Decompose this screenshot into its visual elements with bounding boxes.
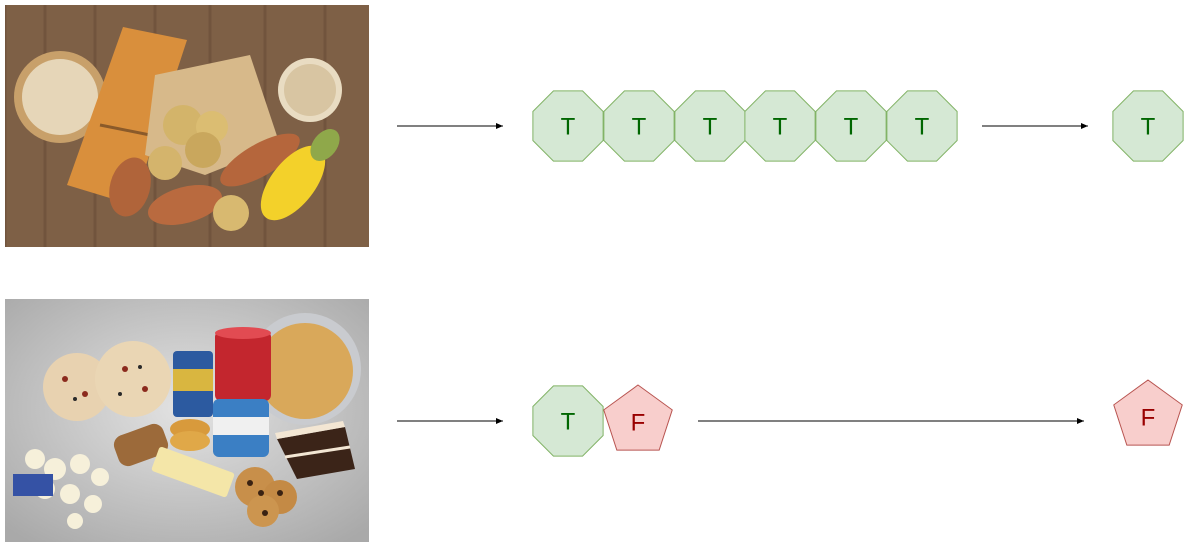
token-t-octagon: T xyxy=(744,90,816,162)
svg-text:T: T xyxy=(844,114,859,141)
token-f-pentagon: F xyxy=(603,384,673,451)
row1-result-token: T xyxy=(1112,90,1184,162)
processed-food-photo xyxy=(5,299,369,542)
svg-text:T: T xyxy=(632,114,647,141)
svg-text:T: T xyxy=(773,114,788,141)
token-t-octagon: T xyxy=(532,385,604,457)
carbs-food-photo xyxy=(5,5,369,247)
token-t-octagon: T xyxy=(532,90,604,162)
svg-text:T: T xyxy=(1141,114,1156,141)
row2-result-token: F xyxy=(1113,379,1183,446)
svg-text:T: T xyxy=(561,409,576,436)
svg-text:T: T xyxy=(561,114,576,141)
svg-text:T: T xyxy=(703,114,718,141)
token-t-octagon: T xyxy=(603,90,675,162)
svg-text:T: T xyxy=(915,114,930,141)
token-t-octagon: T xyxy=(674,90,746,162)
token-t-octagon: T xyxy=(815,90,887,162)
row2-token-sequence: T F xyxy=(532,384,673,457)
svg-text:F: F xyxy=(1141,405,1156,432)
row1-token-sequence: T T T T T T xyxy=(532,90,958,162)
svg-text:F: F xyxy=(631,410,646,437)
token-t-octagon: T xyxy=(886,90,958,162)
